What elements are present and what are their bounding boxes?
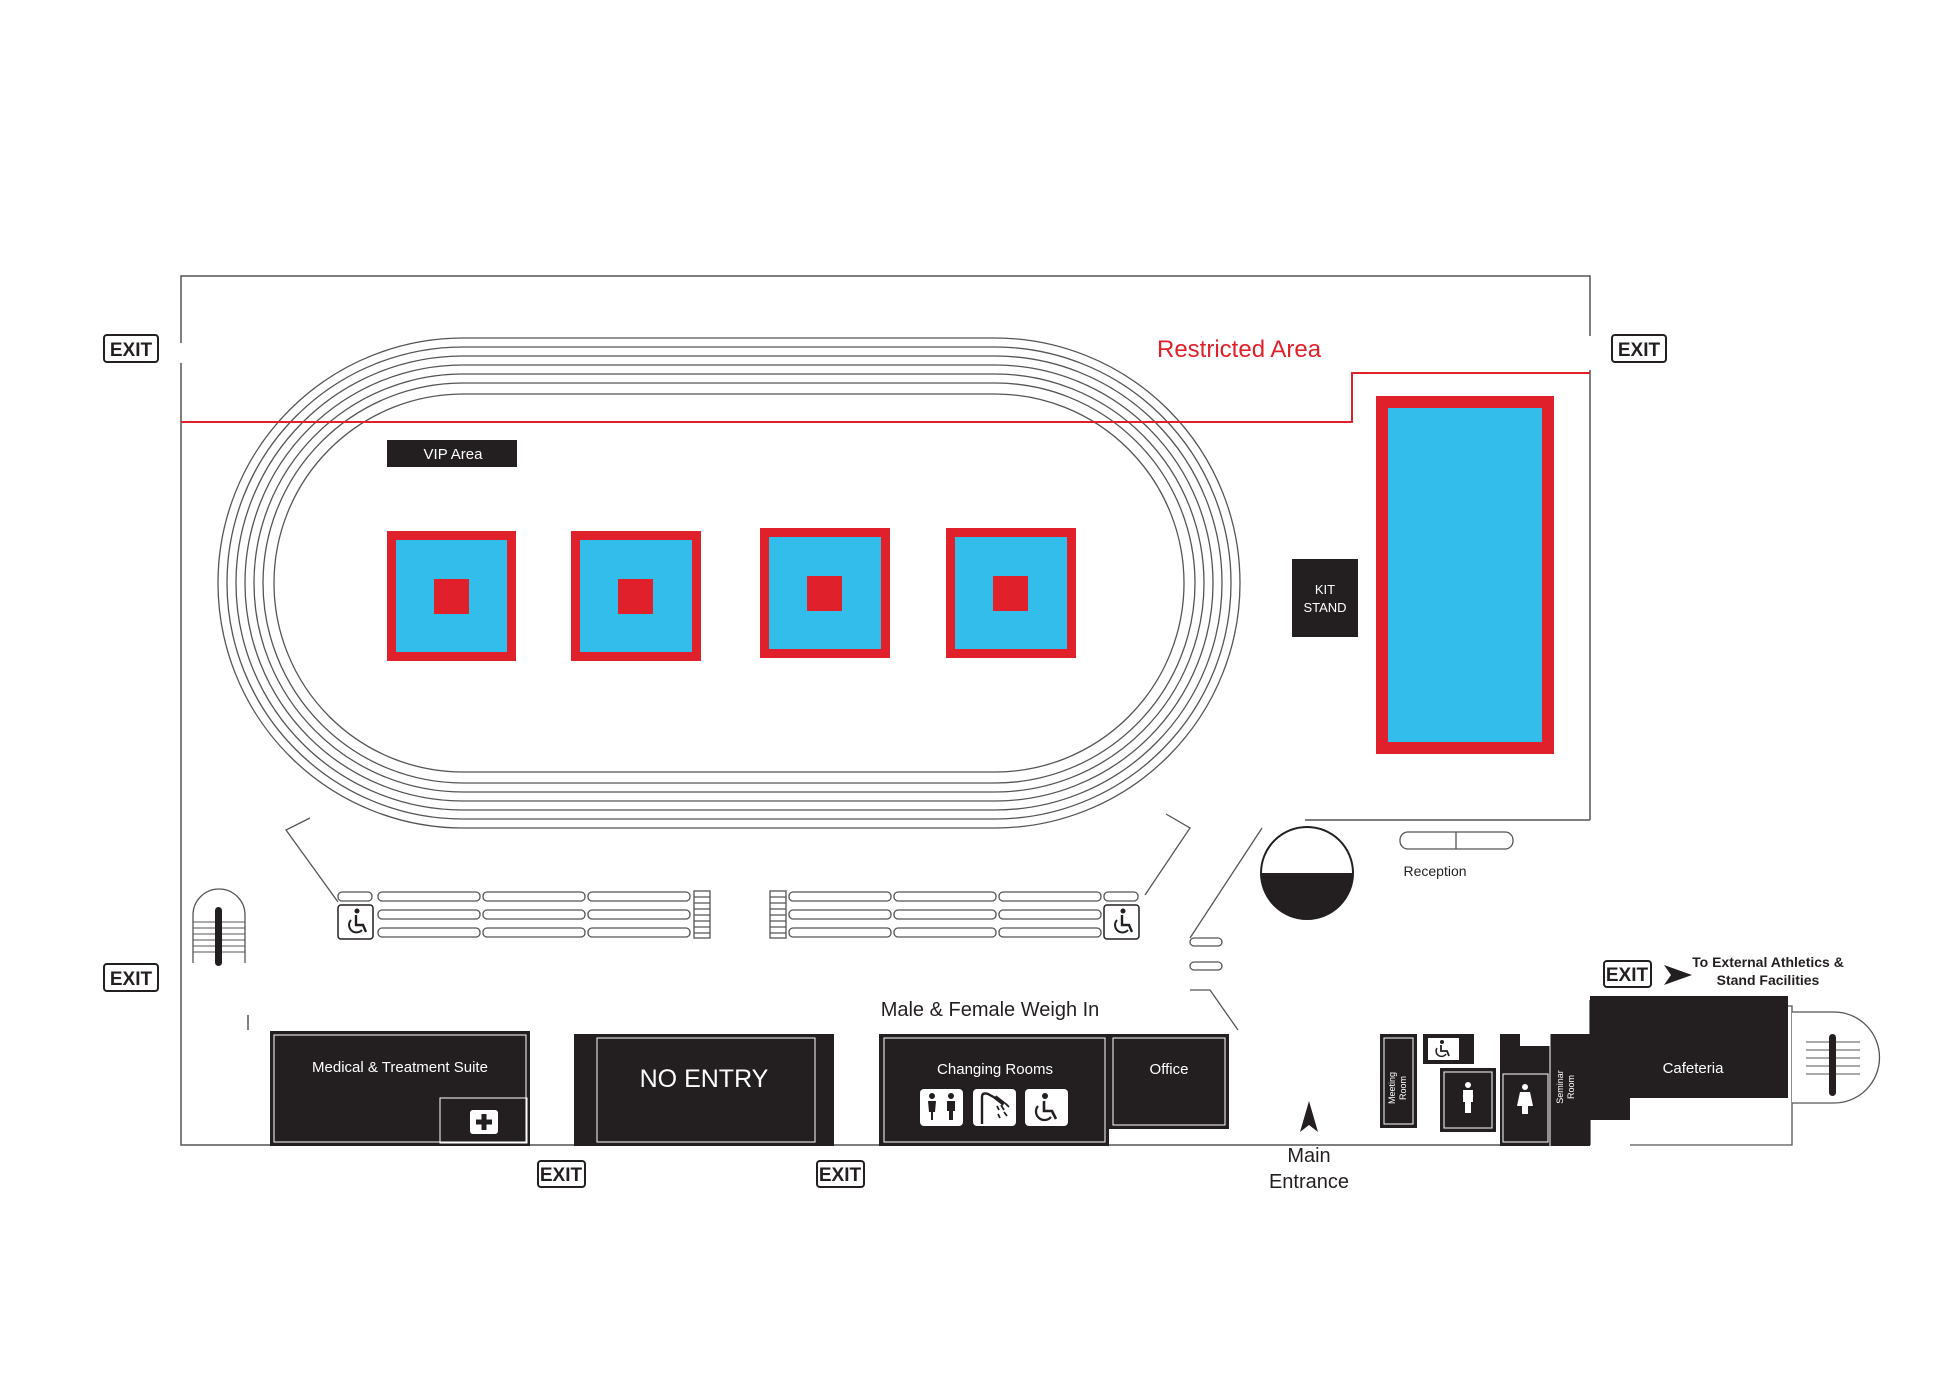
- no-entry-room: [574, 1034, 834, 1146]
- svg-text:EXIT: EXIT: [540, 1165, 583, 1186]
- wheelchair-icon: [337, 904, 374, 940]
- office-label: Office: [1150, 1061, 1189, 1078]
- arrow-up-icon: [1300, 1101, 1318, 1132]
- exit-sign-left[interactable]: EXIT: [103, 963, 159, 992]
- exit-sign-top-right[interactable]: EXIT: [1611, 334, 1667, 363]
- reception-label: Reception: [1403, 863, 1466, 879]
- medical-label: Medical & Treatment Suite: [312, 1059, 488, 1076]
- cafeteria-label: Cafeteria: [1663, 1060, 1725, 1077]
- vip-area-tag: [387, 440, 517, 467]
- reception-desk: [1399, 831, 1514, 850]
- shower-icon: [973, 1089, 1016, 1126]
- exit-sign-top-left[interactable]: EXIT: [103, 334, 159, 363]
- wheelchair-icon: [1025, 1089, 1068, 1126]
- weigh-in-label: Male & Female Weigh In: [881, 999, 1100, 1021]
- revolving-door[interactable]: [1260, 826, 1354, 920]
- stairs-icon: [192, 888, 246, 966]
- seating-left: [285, 817, 711, 939]
- main-entrance-label-2: Entrance: [1269, 1171, 1349, 1193]
- kit-stand-label-1: KIT: [1315, 582, 1335, 597]
- stairs-icon: [1792, 1011, 1881, 1104]
- female-toilet-and-seminar-block: [1500, 1034, 1590, 1146]
- medical-treatment-suite[interactable]: [270, 1031, 530, 1146]
- wheelchair-icon: [1103, 904, 1140, 940]
- vip-area-label: VIP Area: [424, 446, 484, 463]
- no-entry-label: NO ENTRY: [640, 1065, 769, 1093]
- kit-stand[interactable]: [1292, 559, 1358, 637]
- svg-text:EXIT: EXIT: [1606, 965, 1649, 986]
- competition-mat-3[interactable]: [760, 528, 890, 658]
- seminar-room-label-2: Room: [1566, 1075, 1576, 1099]
- exit-sign-bottom-1[interactable]: EXIT: [537, 1160, 586, 1188]
- competition-mat-2[interactable]: [571, 531, 701, 661]
- changing-rooms-label: Changing Rooms: [937, 1061, 1053, 1078]
- female-toilet-icon: [1517, 1084, 1533, 1114]
- external-facilities-label-2: Stand Facilities: [1717, 972, 1820, 988]
- kit-stand-label-2: STAND: [1303, 600, 1346, 615]
- svg-text:EXIT: EXIT: [819, 1165, 862, 1186]
- accessible-toilet[interactable]: [1423, 1034, 1474, 1064]
- svg-text:EXIT: EXIT: [1618, 340, 1661, 361]
- restricted-area-boundary: [181, 372, 1590, 423]
- seating-right: [769, 813, 1191, 939]
- seminar-room-label-1: Seminar: [1555, 1070, 1565, 1104]
- building-outline: [180, 275, 1591, 1146]
- svg-text:EXIT: EXIT: [110, 340, 153, 361]
- arrow-right-icon: [1664, 965, 1692, 985]
- external-facilities-label-1: To External Athletics &: [1692, 954, 1844, 970]
- exit-sign-right[interactable]: EXIT: [1603, 960, 1652, 988]
- running-track: [217, 337, 1241, 829]
- exit-sign-bottom-2[interactable]: EXIT: [816, 1160, 865, 1188]
- main-entrance-label-1: Main: [1287, 1145, 1330, 1167]
- competition-mat-4[interactable]: [946, 528, 1076, 658]
- meeting-room-label-2: Room: [1398, 1076, 1408, 1100]
- office-room[interactable]: [1109, 1034, 1229, 1129]
- competition-mat-1[interactable]: [387, 531, 516, 661]
- male-toilet-icon: [1463, 1082, 1473, 1113]
- meeting-room-label-1: Meeting: [1387, 1072, 1397, 1104]
- first-aid-cross-icon: [470, 1110, 498, 1134]
- warm-up-mat[interactable]: [1376, 396, 1554, 754]
- restricted-area-label: Restricted Area: [1157, 336, 1322, 363]
- svg-text:EXIT: EXIT: [110, 969, 153, 990]
- reception-area: [1189, 827, 1263, 1031]
- meeting-room[interactable]: [1380, 1034, 1417, 1128]
- toilets-icon: [920, 1089, 963, 1126]
